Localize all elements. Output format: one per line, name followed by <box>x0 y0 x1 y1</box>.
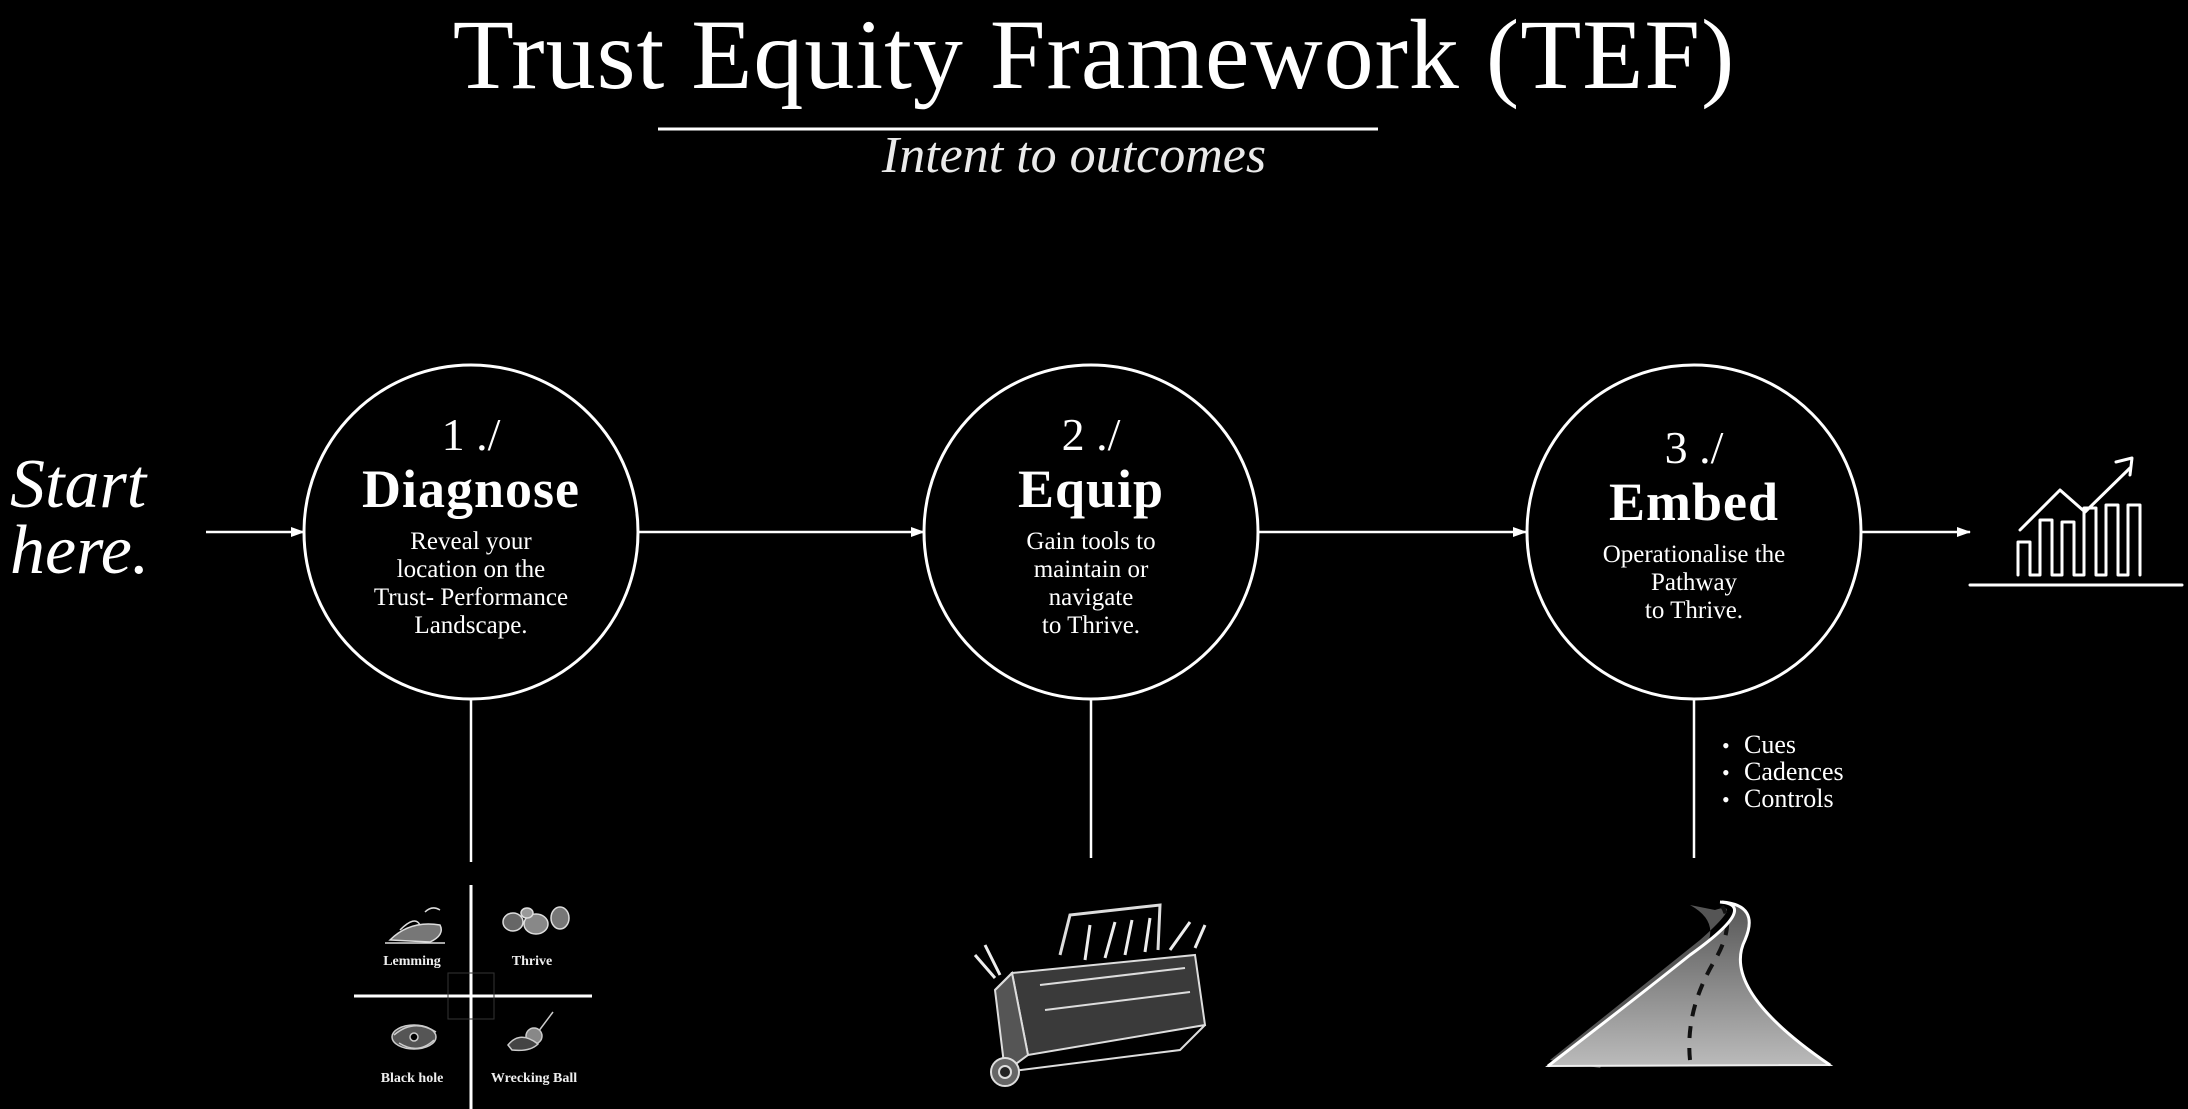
start-line-1: Start <box>10 446 147 523</box>
step-name: Diagnose <box>361 459 580 519</box>
step-number: 1 ./ <box>441 409 501 460</box>
step-equip: 2 ./ Equip Gain tools to maintain or nav… <box>951 410 1231 640</box>
step-description: Operationalise the Pathway to Thrive. <box>1602 541 1786 624</box>
step-embed: 3 ./ Embed Operationalise the Pathway to… <box>1544 423 1844 625</box>
start-line-2: here. <box>10 512 150 589</box>
step-number: 3 ./ <box>1664 422 1724 473</box>
step-description: Gain tools to maintain or navigate to Th… <box>1026 528 1156 639</box>
quadrant-label-thrive: Thrive <box>511 954 553 969</box>
quadrant-label-wrecking-ball: Wrecking Ball <box>490 1071 578 1086</box>
page-subtitle: Intent to outcomes <box>881 127 1267 184</box>
quadrant-label-black-hole: Black hole <box>380 1071 444 1086</box>
step-name: Equip <box>1017 459 1165 519</box>
list-item: Controls <box>1722 786 1844 813</box>
quadrant-grid <box>354 885 592 1109</box>
step-description: Reveal your location on the Trust- Perfo… <box>373 528 569 639</box>
growth-chart-icon <box>1968 456 2184 587</box>
road-icon <box>1545 900 1834 1068</box>
lemming-icon <box>385 907 445 944</box>
black-hole-icon <box>391 1024 437 1050</box>
page-title: Trust Equity Framework (TEF) <box>452 0 1736 110</box>
wrecking-ball-icon <box>507 1011 554 1052</box>
list-item: Cadences <box>1722 759 1844 786</box>
list-item: Cues <box>1722 732 1844 759</box>
step-diagnose: 1 ./ Diagnose Reveal your location on th… <box>331 410 611 640</box>
embed-bullet-list: Cues Cadences Controls <box>1722 732 1844 813</box>
thrive-icon <box>502 906 570 935</box>
step-name: Embed <box>1608 472 1780 532</box>
step-number: 2 ./ <box>1061 409 1121 460</box>
start-label: Start here. <box>10 446 150 589</box>
quadrant-label-lemming: Lemming <box>383 954 441 969</box>
toolbox-icon <box>973 903 1207 1087</box>
